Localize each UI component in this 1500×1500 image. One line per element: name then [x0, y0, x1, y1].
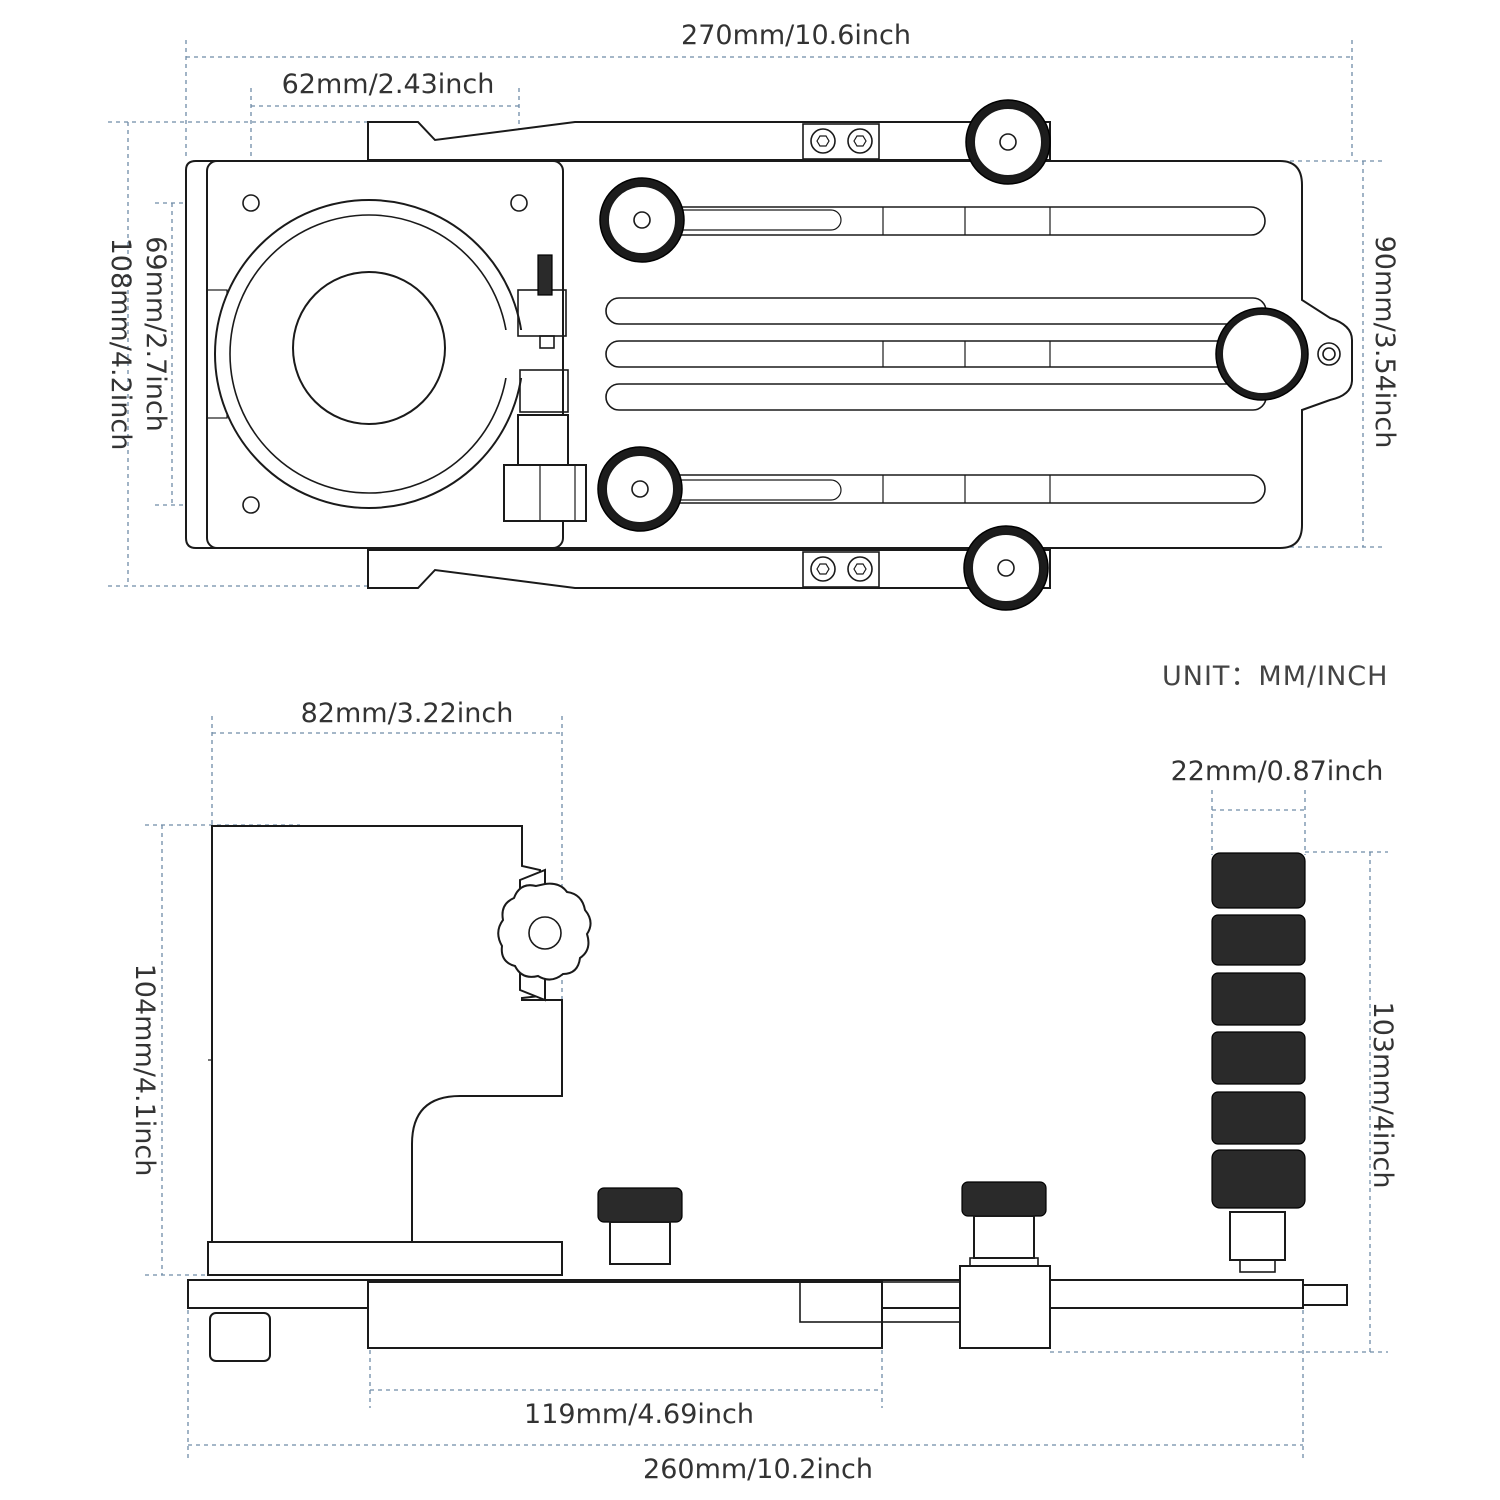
- dim-block-height: 104mm/4.1inch: [129, 964, 160, 1177]
- knurled-handle-icon: [1211, 852, 1306, 1273]
- thumb-knob-icon: [597, 99, 1341, 611]
- dim-hole-height: 69mm/2.7inch: [140, 236, 171, 432]
- top-view: 270mm/10.6inch 62mm/2.43inch 108mm/4.2in…: [105, 20, 1400, 611]
- dim-overall-length: 270mm/10.6inch: [681, 20, 911, 51]
- side-thumb-knob-icon: [597, 1181, 1047, 1267]
- clamp-bore: [292, 271, 446, 425]
- star-knob-hole: [528, 916, 562, 950]
- lower-slide-bar: [367, 549, 1051, 589]
- clamp-knob-collar: [517, 414, 569, 466]
- star-knob-icon: [497, 882, 592, 981]
- rail-end-stub: [1302, 1284, 1348, 1306]
- dim-handle-height: 103mm/4inch: [1367, 1002, 1398, 1189]
- clamp-block-base: [207, 1241, 563, 1276]
- dim-block-width: 82mm/3.22inch: [301, 698, 514, 729]
- clamp-knob: [503, 464, 587, 522]
- upper-screw-plate: [802, 123, 880, 160]
- mounting-hole-bottom-left: [242, 496, 260, 514]
- dim-slide-length: 119mm/4.69inch: [524, 1399, 754, 1430]
- upper-slide-bar: [367, 121, 1051, 161]
- lower-screw-plate: [802, 551, 880, 588]
- clamp-screw-shank: [539, 335, 555, 349]
- dim-handle-diameter: 22mm/0.87inch: [1171, 756, 1384, 787]
- mounting-hole-top-right: [510, 194, 528, 212]
- side-view-dimension-lines: [145, 716, 1388, 1462]
- clamp-ear-lower: [519, 369, 569, 413]
- dim-overall-length-side: 260mm/10.2inch: [643, 1454, 873, 1485]
- top-view-dimension-lines: [108, 40, 1385, 587]
- clamp-block-side: [211, 825, 563, 1243]
- slide-bar-side: [367, 1281, 883, 1349]
- dim-hole-spacing: 62mm/2.43inch: [282, 69, 495, 100]
- hex-screw-icon: [810, 128, 873, 582]
- clamp-screw-icon: [537, 254, 553, 296]
- dim-base-height: 90mm/3.54inch: [1369, 236, 1400, 449]
- dim-overall-height: 108mm/4.2inch: [105, 238, 136, 451]
- rail-foot: [209, 1312, 271, 1362]
- side-view: 82mm/3.22inch 22mm/0.87inch 104mm/4.1inc…: [129, 698, 1398, 1485]
- slide-carriage: [959, 1265, 1051, 1349]
- mounting-hole-top-left: [242, 194, 260, 212]
- unit-label: UNIT：MM/INCH: [1162, 661, 1388, 692]
